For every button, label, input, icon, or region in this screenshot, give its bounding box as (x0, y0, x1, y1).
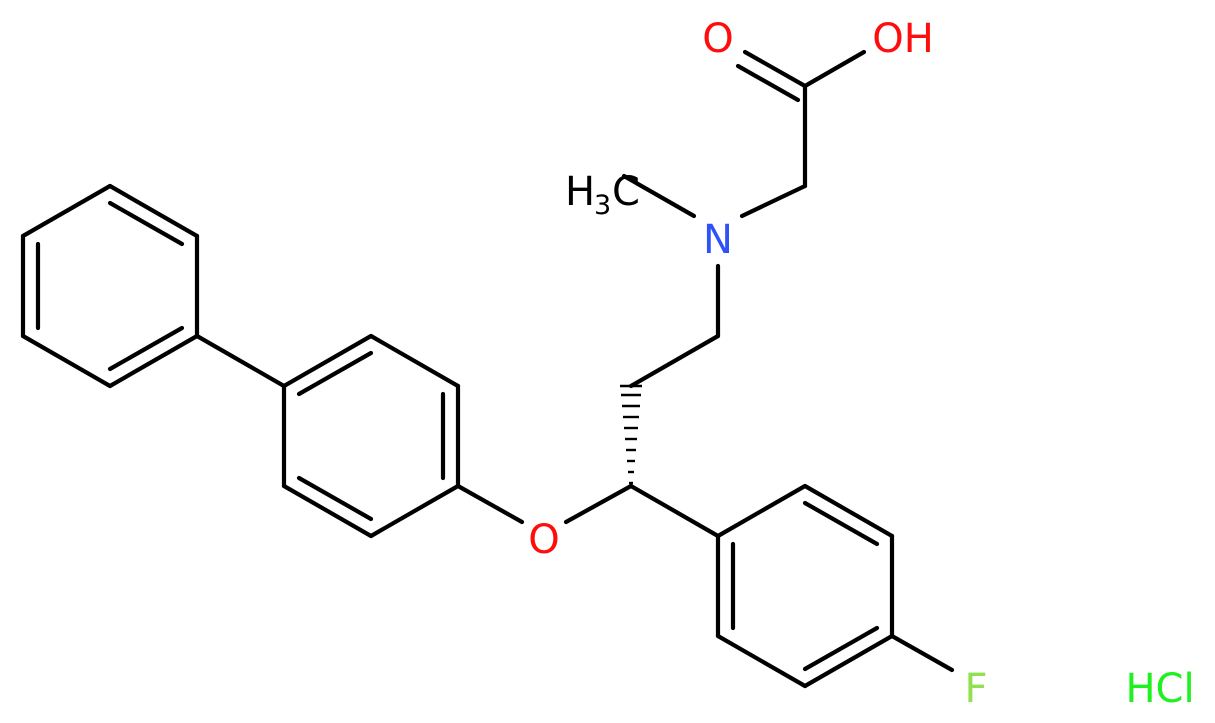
nitrogen-label: N (703, 217, 733, 263)
n-methylene-bond (739, 183, 808, 219)
hashed-wedge-bond (620, 384, 642, 485)
fluorophenyl-ring (715, 483, 895, 689)
carboxyl-hydroxyl-bond (802, 49, 867, 89)
methyl-carbon-text: C (612, 169, 640, 215)
hydroxyl-label: OH (872, 16, 934, 62)
carbonyl-double-bond (735, 49, 808, 103)
hydrochloride-label: HCl (1125, 666, 1194, 712)
carbonyl-oxygen-label: O (702, 16, 733, 62)
phenyl-ring-inner (281, 333, 461, 539)
fluorine-label: F (964, 666, 987, 712)
chain-bond-1 (628, 333, 721, 389)
n-methyl-bond (621, 173, 697, 219)
phenyl-ring-terminal (20, 183, 200, 389)
biaryl-bond (194, 333, 287, 389)
ether-oxygen-label: O (528, 517, 559, 563)
methyl-subscript-text: 3 (594, 190, 611, 221)
chiral-aryl-bond (628, 483, 721, 539)
carbon-fluorine-bond (889, 633, 955, 673)
ether-chiral-bond (563, 483, 634, 525)
methyl-hydrogen-text: H (565, 169, 595, 215)
methyl-label: H 3 C (565, 169, 640, 221)
aryl-ether-bond (455, 483, 525, 525)
